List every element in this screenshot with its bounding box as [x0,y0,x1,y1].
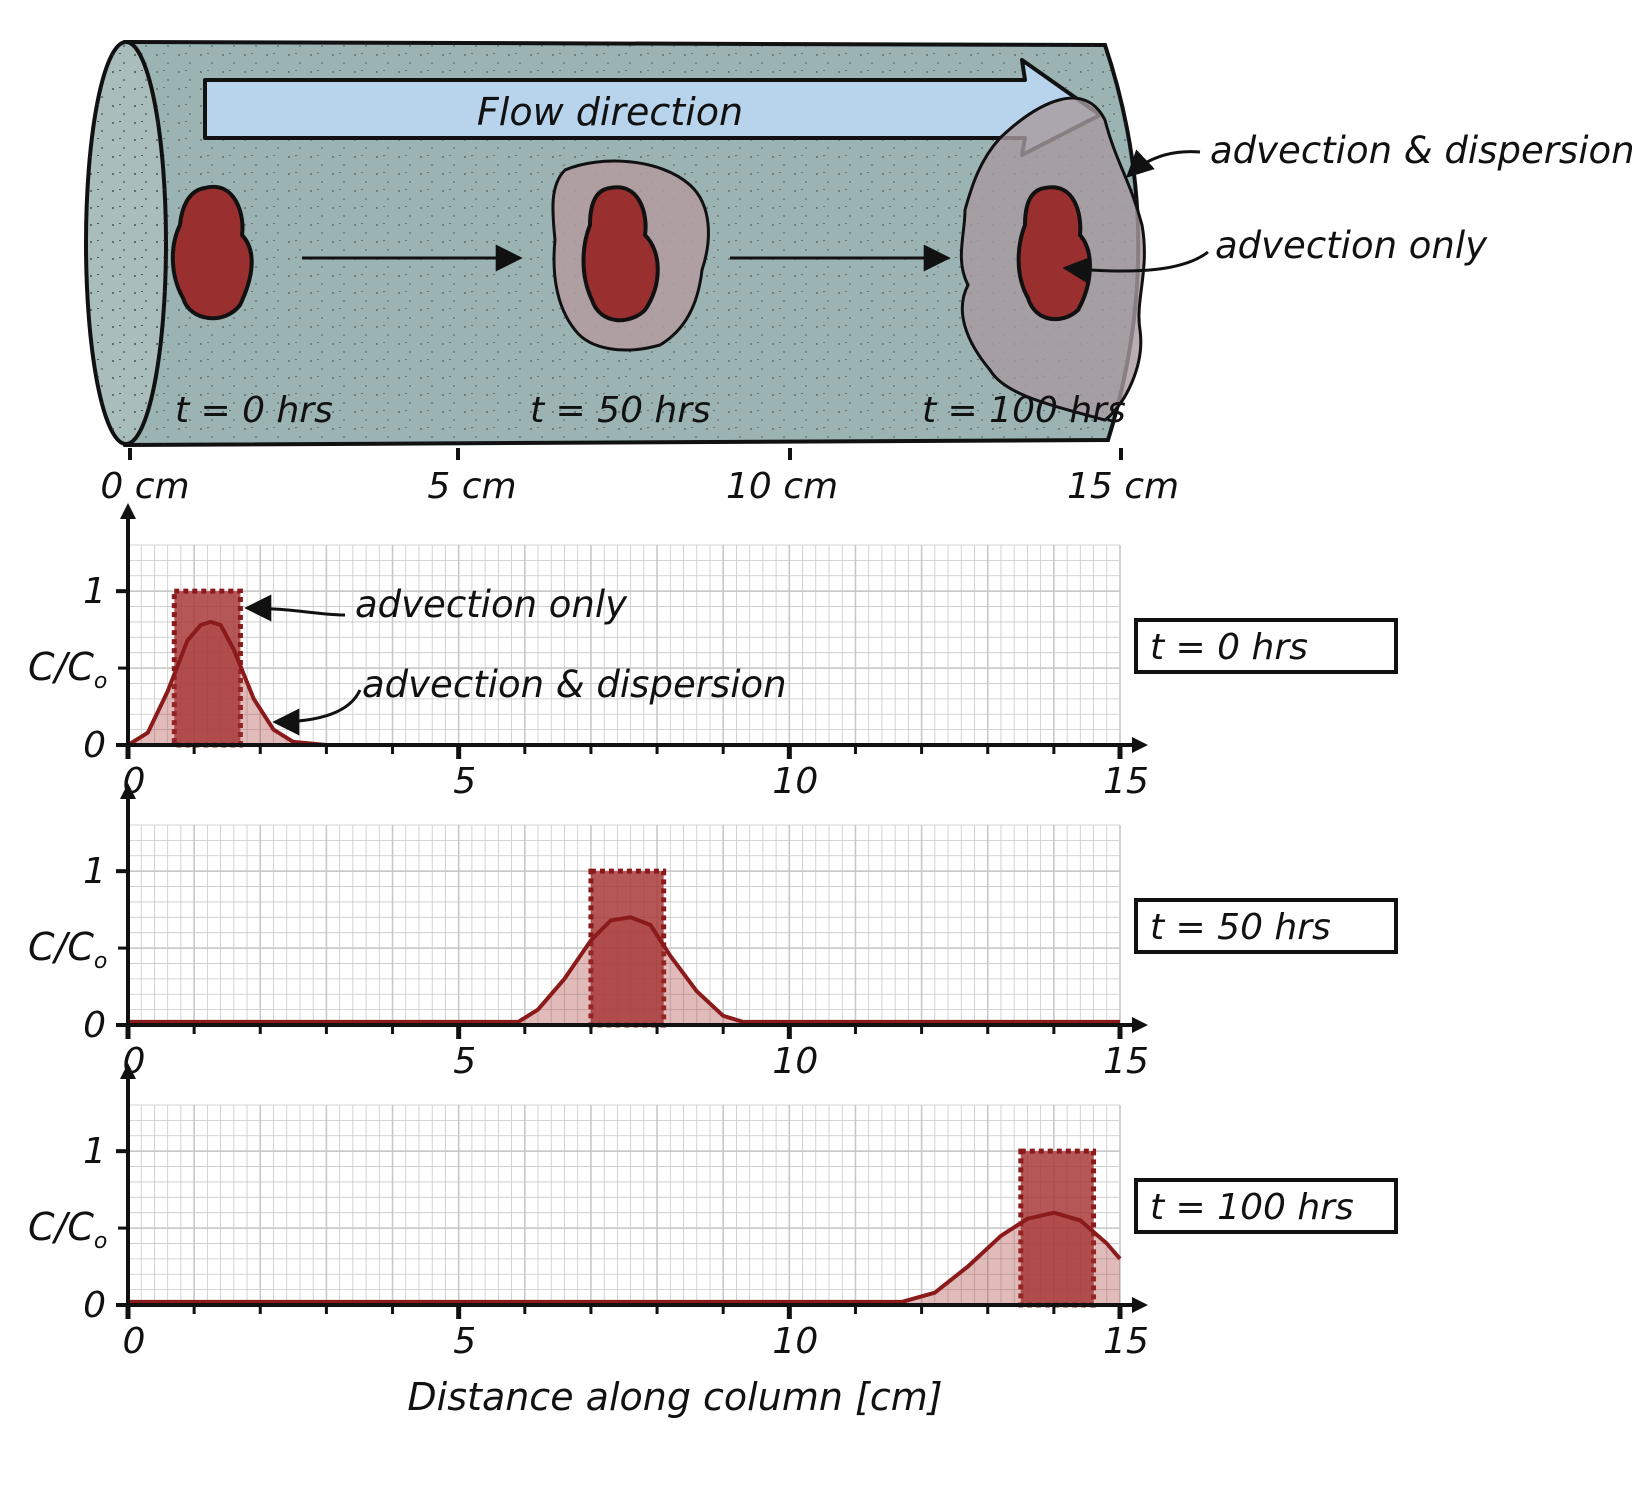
column-time-label-50: t = 50 hrs [530,390,711,431]
y-tick-label: 0 [83,1285,106,1326]
plume-core-t50 [581,185,660,323]
y-axis-label: C/Co [28,925,107,974]
annotation-arrow-adv-disp [1126,149,1201,178]
column-end-face-dots [86,42,166,444]
y-axis-arrowhead [120,503,136,519]
time-label: t = 100 hrs [1150,1187,1354,1228]
y-axis-arrowhead [120,1063,136,1079]
plume-core-t100 [1016,185,1092,322]
y-tick-label: 1 [83,1131,106,1172]
plot-annotation-label-adv-disp: advection & dispersion [362,663,787,706]
x-tick-label: 15 [1103,761,1149,802]
y-axis-arrowhead [120,783,136,799]
dispersion-curve [128,915,1120,1024]
x-tick-label: 15 [1103,1041,1149,1082]
column-time-label-0: t = 0 hrs [175,390,333,431]
plot-annotation-adv-only: advection only [244,583,628,626]
time-label: t = 50 hrs [1150,907,1331,948]
x-axis-arrowhead [1132,1017,1148,1033]
time-label-box [1134,898,1398,954]
x-axis-arrowhead [1132,1297,1148,1313]
plot-annotation-arrow-adv-disp [272,689,362,736]
dispersion-area [128,917,1120,1025]
plume-core-t0 [170,184,254,321]
time-label-box [1134,618,1398,674]
column-tick-label-0: 0 cm [100,466,189,507]
x-tick-label: 5 [453,1321,476,1362]
y-tick-label: 0 [83,1005,106,1046]
plot-annotation-adv-disp: advection & dispersion [272,663,787,736]
column-annotation-adv-disp: advection & dispersion [1126,129,1635,178]
plot-panel-2: 0 5 10 15 0 1C/Co t = 100 hrs [28,1063,1398,1362]
dispersion-area [128,621,1120,745]
time-label: t = 0 hrs [1150,627,1308,668]
y-tick-label: 1 [83,571,106,612]
x-tick-label: 0 [123,1321,146,1362]
x-tick-label: 15 [1103,1321,1149,1362]
dispersion-area [128,1212,1120,1305]
column-tick-label-5: 5 cm [427,466,516,507]
y-axis-label: C/Co [28,1205,107,1254]
y-tick-label: 0 [83,725,106,766]
column-time-label-100: t = 100 hrs [922,390,1126,431]
y-tick-label: 1 [83,851,106,892]
flow-direction-label: Flow direction [477,90,743,134]
x-axis-label: Distance along column [cm] [407,1375,942,1419]
plume-t0 [170,184,254,321]
plume-t50 [551,159,710,352]
plot-annotation-arrow-adv-only [244,594,346,622]
dispersion-curve [126,619,1120,747]
annotation-arrow-adv-only [1062,250,1209,284]
x-tick-label: 5 [453,1041,476,1082]
dispersion-curve [128,1210,1122,1304]
y-axis-label: C/Co [28,645,107,694]
time-label-box [1134,1178,1398,1234]
column-tick-label-15: 15 cm [1067,466,1179,507]
x-tick-label: 10 [772,1321,818,1362]
annotation-label-adv-only: advection only [1215,224,1488,267]
x-axis-arrowhead [1132,737,1148,753]
annotation-label-adv-disp: advection & dispersion [1210,129,1635,172]
x-tick-label: 10 [772,761,818,802]
column-distance-ticks: 0 cm 5 cm 10 cm 15 cm [100,448,1179,507]
x-tick-label: 10 [772,1041,818,1082]
column-annotation-adv-only: advection only [1062,224,1488,284]
plume-t100 [959,96,1146,422]
plot-annotation-label-adv-only: advection only [355,583,628,626]
x-tick-label: 5 [453,761,476,802]
column-tick-label-10: 10 cm [726,466,838,507]
